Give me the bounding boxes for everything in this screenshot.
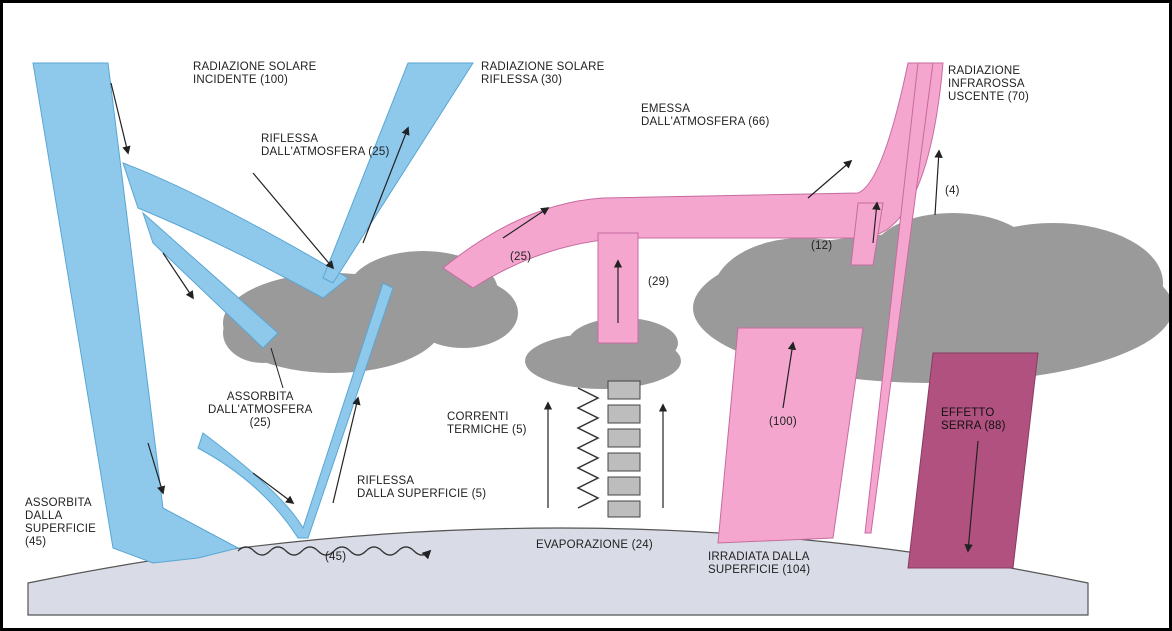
label-ir-12: (12) [811, 240, 832, 253]
thermal-coil [578, 388, 598, 508]
evaporation-blocks [608, 381, 640, 517]
label-greenhouse-effect: EFFETTO SERRA (88) [941, 407, 1006, 433]
label-reflected-solar: RADIAZIONE SOLARE RIFLESSA (30) [481, 61, 605, 87]
label-absorbed-surface: ASSORBITA DALLA SUPERFICIE (45) [25, 497, 96, 549]
greenhouse-band [908, 353, 1038, 568]
label-emitted-atmosphere: EMESSA DALL'ATMOSFERA (66) [641, 103, 769, 129]
reflected-solar-up-band [323, 63, 473, 283]
label-reflected-atmosphere: RIFLESSA DALL'ATMOSFERA (25) [261, 133, 389, 159]
label-surface-45: (45) [325, 551, 346, 564]
label-reflected-surface: RIFLESSA DALLA SUPERFICIE (5) [357, 475, 486, 501]
label-ir-4: (4) [945, 185, 960, 198]
label-evaporation: EVAPORAZIONE (24) [536, 539, 653, 552]
label-incident-solar: RADIAZIONE SOLARE INCIDENTE (100) [193, 61, 317, 87]
label-irradiated-100: (100) [769, 416, 797, 429]
incident-solar-band [33, 63, 238, 563]
label-absorbed-atmosphere: ASSORBITA DALL'ATMOSFERA (25) [208, 391, 312, 430]
label-outgoing-infrared: RADIAZIONE INFRAROSSA USCENTE (70) [948, 65, 1029, 104]
label-thermal-currents: CORRENTI TERMICHE (5) [447, 411, 527, 437]
label-irradiated-surface: IRRADIATA DALLA SUPERFICIE (104) [708, 551, 810, 577]
label-ir-25: (25) [510, 251, 531, 264]
label-ir-29: (29) [648, 276, 669, 289]
